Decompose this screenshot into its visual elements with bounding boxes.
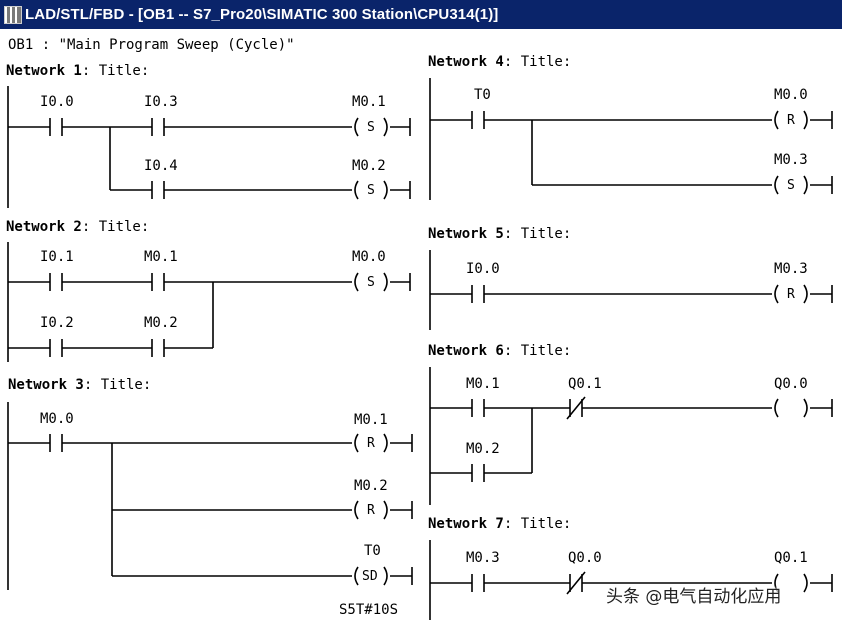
network-5[interactable]: Network 5: Title: I0.0 M0.3 R [428, 226, 833, 330]
contact-address: M0.0 [40, 411, 74, 427]
svg-text:Network 4: Title:: Network 4: Title: [428, 54, 571, 70]
coil-type: SD [362, 569, 378, 584]
contact-address: M0.3 [466, 550, 500, 566]
network-label: Network 7 [428, 516, 504, 532]
contact-no[interactable] [151, 273, 165, 291]
network-title: : Title: [504, 226, 571, 242]
coil-type: S [367, 183, 375, 198]
network-2[interactable]: Network 2: Title: I0.1 M0.1 I0.2 M0.2 [6, 219, 411, 362]
block-header: OB1 : "Main Program Sweep (Cycle)" [8, 37, 295, 53]
contact-address: I0.0 [466, 261, 500, 277]
contact-address: I0.0 [40, 94, 74, 110]
contact-no[interactable] [471, 111, 485, 129]
svg-text:Network 3: Title:: Network 3: Title: [8, 377, 151, 393]
coil-type: R [787, 287, 795, 302]
network-label: Network 4 [428, 54, 504, 70]
contact-no[interactable] [151, 118, 165, 136]
svg-text:Network 1: Title:: Network 1: Title: [6, 63, 149, 79]
network-3[interactable]: Network 3: Title: M0.0 M0.1 M0.2 T0 R R [7, 377, 413, 618]
coil-address: M0.1 [354, 412, 388, 428]
contact-no[interactable] [151, 181, 165, 199]
network-label: Network 6 [428, 343, 504, 359]
contact-address: M0.1 [466, 376, 500, 392]
contact-no[interactable] [471, 285, 485, 303]
contact-no[interactable] [49, 434, 63, 452]
coil-type: S [367, 120, 375, 135]
contact-address: Q0.1 [568, 376, 602, 392]
coil-set[interactable] [354, 180, 388, 200]
coil-output[interactable] [774, 398, 808, 418]
svg-text:Network 5: Title:: Network 5: Title: [428, 226, 571, 242]
coil-reset[interactable] [354, 500, 388, 520]
coil-set[interactable] [354, 117, 388, 137]
network-7[interactable]: Network 7: Title: M0.3 Q0.0 Q0.1 [428, 516, 833, 620]
coil-address: Q0.0 [774, 376, 808, 392]
contact-no[interactable] [49, 339, 63, 357]
network-title: : Title: [504, 54, 571, 70]
network-label: Network 5 [428, 226, 504, 242]
contact-address: I0.4 [144, 158, 178, 174]
network-1[interactable]: Network 1: Title: I0.0 I0.3 I0.4 [6, 63, 411, 208]
app-icon[interactable] [4, 5, 22, 24]
contact-address: M0.1 [144, 249, 178, 265]
coil-type: R [367, 503, 375, 518]
coil-address: M0.3 [774, 261, 808, 277]
network-6[interactable]: Network 6: Title: M0.1 Q0.1 M0.2 Q0.0 [428, 343, 833, 505]
network-title: : Title: [82, 63, 149, 79]
coil-address: M0.0 [352, 249, 386, 265]
contact-address: I0.1 [40, 249, 74, 265]
network-label: Network 1 [6, 63, 82, 79]
coil-address: M0.2 [352, 158, 386, 174]
network-4[interactable]: Network 4: Title: T0 M0.0 M0.3 R S [428, 54, 833, 200]
coil-set[interactable] [354, 272, 388, 292]
contact-address: Q0.0 [568, 550, 602, 566]
coil-timer-sd[interactable] [354, 566, 388, 586]
contact-address: I0.3 [144, 94, 178, 110]
network-title: : Title: [84, 377, 151, 393]
svg-text:Network 7: Title:: Network 7: Title: [428, 516, 571, 532]
contact-no[interactable] [49, 273, 63, 291]
coil-reset[interactable] [774, 284, 808, 304]
contact-address: M0.2 [144, 315, 178, 331]
contact-no[interactable] [151, 339, 165, 357]
coil-reset[interactable] [354, 433, 388, 453]
coil-set[interactable] [774, 175, 808, 195]
coil-address: M0.1 [352, 94, 386, 110]
network-title: : Title: [504, 516, 571, 532]
window-title-bar: LAD/STL/FBD - [OB1 -- S7_Pro20\SIMATIC 3… [0, 0, 842, 29]
coil-type: S [367, 275, 375, 290]
svg-text:Network 6: Title:: Network 6: Title: [428, 343, 571, 359]
network-title: : Title: [504, 343, 571, 359]
coil-type: R [787, 113, 795, 128]
coil-type: R [367, 436, 375, 451]
contact-address: I0.2 [40, 315, 74, 331]
coil-address: Q0.1 [774, 550, 808, 566]
window-title: LAD/STL/FBD - [OB1 -- S7_Pro20\SIMATIC 3… [25, 6, 499, 23]
contact-no[interactable] [471, 464, 485, 482]
network-title: : Title: [82, 219, 149, 235]
contact-address: T0 [474, 87, 491, 103]
contact-no[interactable] [471, 399, 485, 417]
contact-no[interactable] [471, 574, 485, 592]
coil-address: T0 [364, 543, 381, 559]
network-label: Network 3 [8, 377, 84, 393]
coil-address: M0.2 [354, 478, 388, 494]
coil-address: M0.0 [774, 87, 808, 103]
contact-no[interactable] [49, 118, 63, 136]
coil-output[interactable] [774, 573, 808, 593]
coil-address: M0.3 [774, 152, 808, 168]
contact-address: M0.2 [466, 441, 500, 457]
timer-preset: S5T#10S [339, 602, 398, 618]
watermark-text: 头条 @电气自动化应用 [606, 587, 782, 607]
coil-reset[interactable] [774, 110, 808, 130]
svg-text:Network 2: Title:: Network 2: Title: [6, 219, 149, 235]
coil-type: S [787, 178, 795, 193]
network-label: Network 2 [6, 219, 82, 235]
